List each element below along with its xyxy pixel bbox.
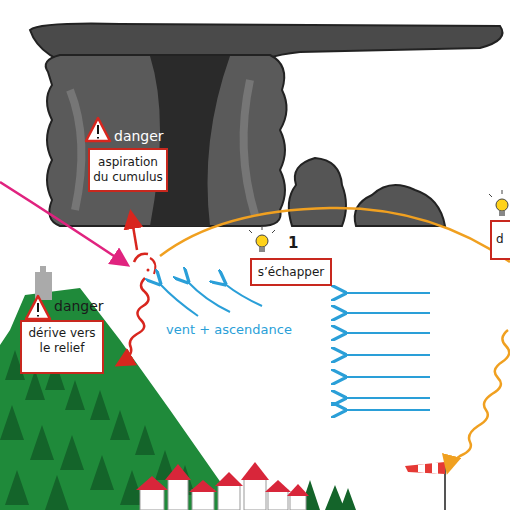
escape-path bbox=[160, 208, 510, 262]
village bbox=[136, 462, 309, 510]
warning-heading: danger bbox=[54, 298, 104, 314]
trajectory-arrow bbox=[0, 182, 126, 264]
callout-number: 1 bbox=[288, 234, 298, 252]
paraglider bbox=[134, 254, 155, 274]
callout-box: 1s’échapper bbox=[250, 258, 332, 286]
forested-hill bbox=[0, 266, 356, 510]
idea-bulb bbox=[489, 190, 508, 216]
warning-sign bbox=[86, 118, 110, 141]
callout-box: dangerdérive vers le relief bbox=[20, 320, 104, 374]
callout-box: d bbox=[490, 220, 510, 260]
danger-box-text: dérive vers le relief bbox=[22, 326, 102, 356]
cumulonimbus-cloud bbox=[30, 24, 503, 226]
wind-arrows bbox=[345, 293, 430, 410]
danger-box-text: aspiration du cumulus bbox=[90, 155, 166, 185]
warning-sign bbox=[26, 296, 50, 319]
advice-box-text: s’échapper bbox=[252, 265, 330, 280]
warning-heading: danger bbox=[114, 128, 164, 144]
windsock bbox=[405, 462, 445, 510]
advice-box-text: d bbox=[496, 232, 504, 246]
drift-arrow bbox=[119, 278, 149, 364]
updraft-arrows bbox=[160, 282, 262, 316]
callout-box: dangeraspiration du cumulus bbox=[88, 148, 168, 192]
idea-bulb bbox=[249, 226, 275, 252]
escape-arrow bbox=[448, 330, 509, 470]
danger-arrow bbox=[131, 214, 137, 250]
wind-label: vent + ascendance bbox=[166, 322, 292, 337]
